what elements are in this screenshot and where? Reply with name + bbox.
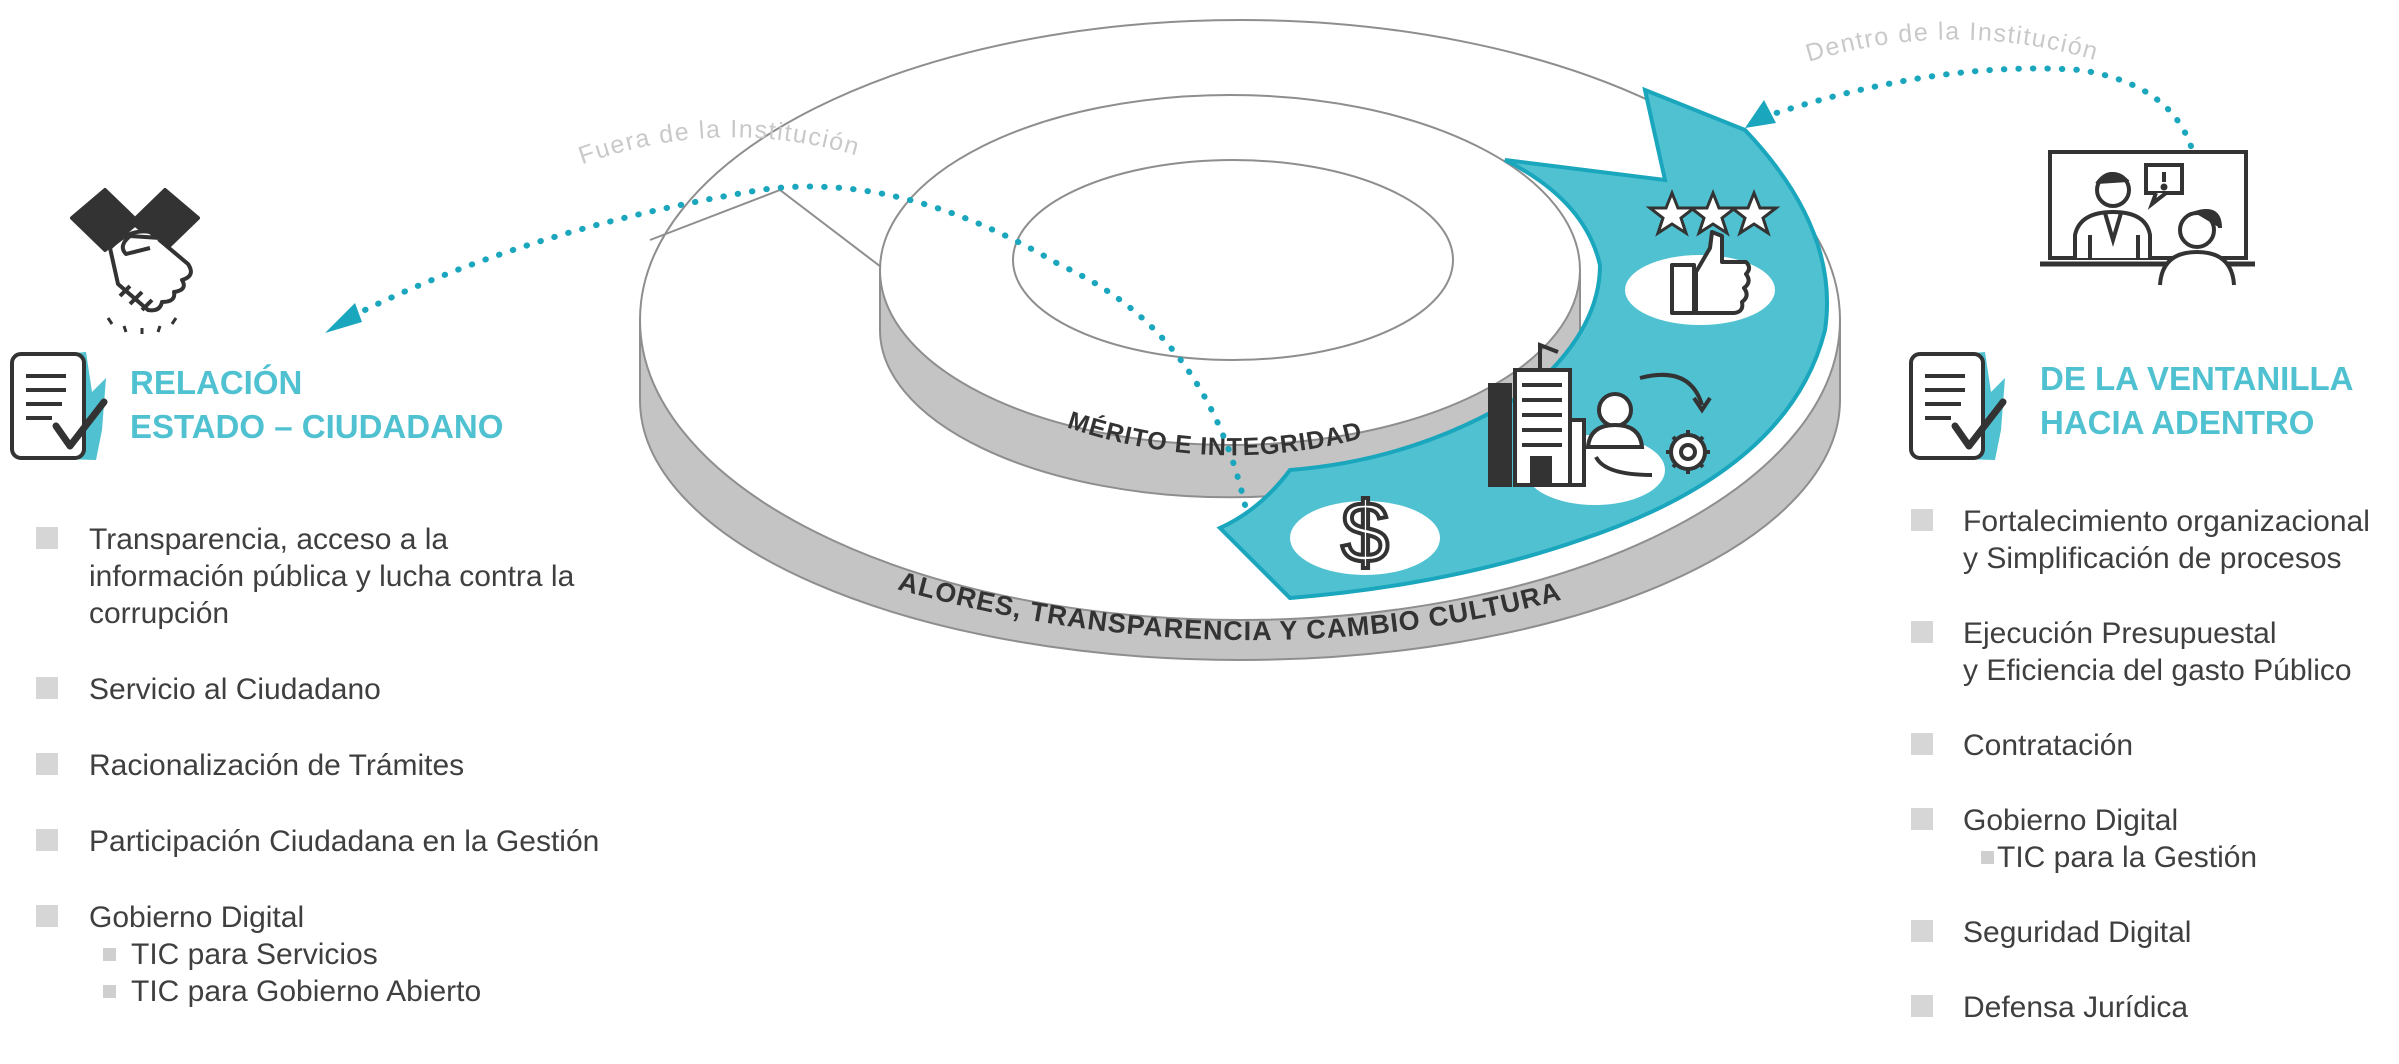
list-item: Ejecución Presupuestal y Eficiencia del … — [1911, 615, 2399, 689]
bullet — [36, 905, 58, 927]
list-item: Participación Ciudadana en la Gestión — [36, 823, 656, 860]
bullet — [1911, 509, 1933, 531]
sub-bullet — [1981, 851, 1994, 864]
bullet — [1911, 920, 1933, 942]
bullet — [1911, 995, 1933, 1017]
sub-item: TIC para la Gestión — [1963, 839, 2399, 876]
right-heading-line1: DE LA VENTANILLA — [2040, 360, 2354, 397]
list-item: Transparencia, acceso a la información p… — [36, 521, 656, 632]
list-item: Servicio al Ciudadano — [36, 671, 656, 708]
left-heading-line2: ESTADO – CIUDADANO — [130, 408, 504, 445]
building-icon — [1488, 342, 1586, 487]
bullet — [36, 677, 58, 699]
dollar-oval — [1290, 501, 1440, 575]
bullet — [1911, 733, 1933, 755]
bullet — [36, 753, 58, 775]
inside-dotted-arrow — [1745, 65, 2198, 163]
left-list: Transparencia, acceso a la información p… — [36, 521, 656, 1010]
right-list: Fortalecimiento organizacional y Simplif… — [1911, 503, 2399, 1064]
outside-dotted-arrow — [325, 183, 1248, 508]
left-heading-line1: RELACIÓN — [130, 364, 303, 401]
list-item: Racionalización de Trámites — [36, 747, 656, 784]
list-item: Gobierno Digital TIC para la Gestión — [1911, 802, 2399, 876]
bullet — [1911, 621, 1933, 643]
list-item: Fortalecimiento organizacional y Simplif… — [1911, 503, 2399, 577]
bullet — [1911, 808, 1933, 830]
inside-label: Dentro de la Institución — [1803, 17, 2102, 67]
star-icon — [1645, 188, 1781, 237]
dimensions-diagram: $ MÉRITO E INTEGRIDAD VALORES, TRANSPARE… — [0, 0, 2255, 661]
people-screen-icon — [2040, 150, 2255, 286]
list-item: Contratación — [1911, 727, 2399, 764]
sub-bullet — [103, 948, 116, 961]
bullet — [36, 829, 58, 851]
dollar-icon: $ — [1341, 485, 1389, 581]
checklist-icon-left — [10, 352, 108, 460]
sub-item: TIC para Gobierno Abierto — [89, 973, 656, 1010]
person-gear-icon — [1585, 372, 1712, 477]
right-heading-line2: HACIA ADENTRO — [2040, 404, 2315, 441]
thumbs-up-icon — [1670, 230, 1751, 315]
sub-item: TIC para Servicios — [89, 936, 656, 973]
bullet — [36, 527, 58, 549]
sub-bullet — [103, 985, 116, 998]
handshake-icon — [70, 188, 200, 334]
list-item: Defensa Jurídica — [1911, 989, 2399, 1026]
right-heading: DE LA VENTANILLA HACIA ADENTRO — [2040, 357, 2353, 445]
left-heading: RELACIÓN ESTADO – CIUDADANO — [130, 361, 503, 449]
checklist-icon-right — [1909, 352, 2007, 460]
list-item: Gobierno Digital TIC para Servicios TIC … — [36, 899, 656, 1010]
list-item: Seguridad Digital — [1911, 914, 2399, 951]
middle-ring — [879, 94, 1581, 499]
